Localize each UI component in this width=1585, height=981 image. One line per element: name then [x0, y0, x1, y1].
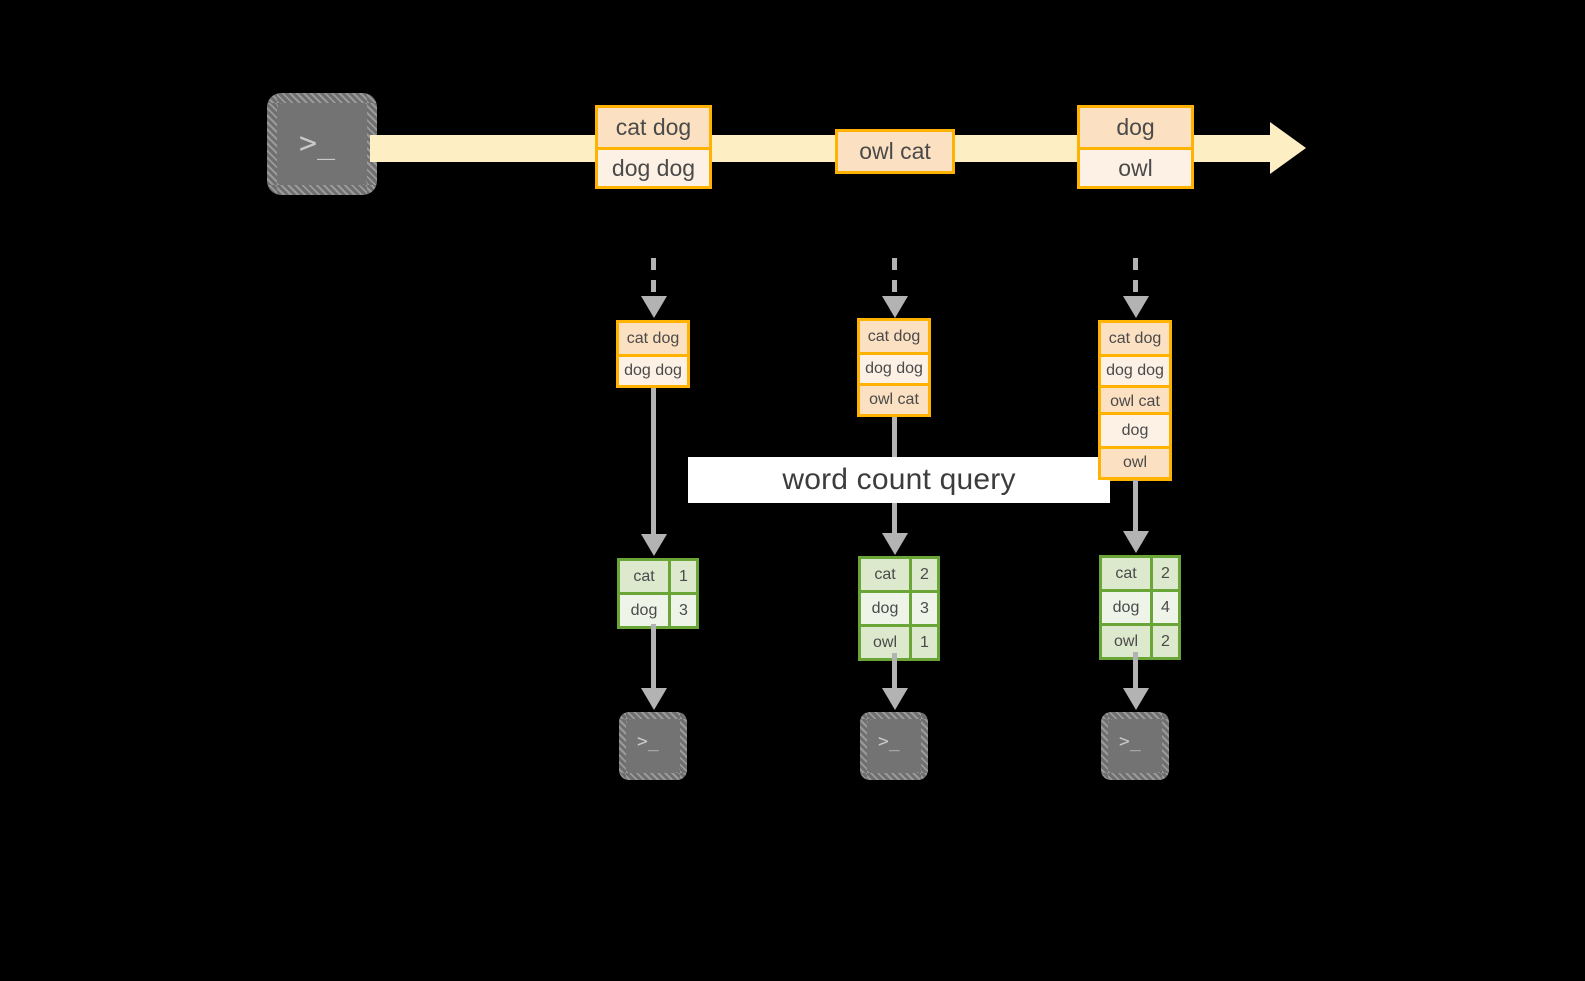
- snapshot-2-sink-line: [892, 653, 897, 692]
- result-count-cell: 4: [1150, 592, 1178, 623]
- snapshot-1-sink-terminal-icon[interactable]: >_: [619, 712, 687, 780]
- terminal-prompt-label: >_: [299, 126, 336, 161]
- snapshot-2-sink-terminal-icon[interactable]: >_: [860, 712, 928, 780]
- terminal-prompt-label: >_: [1119, 731, 1141, 752]
- snapshot-3-tap-line: [1133, 258, 1138, 300]
- result-word-cell: owl: [1102, 626, 1150, 657]
- snapshot-3-query-arrowhead: [1123, 531, 1149, 553]
- result-word-cell: cat: [1102, 558, 1150, 589]
- table-row: dog 3: [861, 590, 937, 624]
- table-row: dog 3: [620, 592, 696, 626]
- stream-event-cell: owl cat: [838, 132, 952, 171]
- snapshot-2-tap-arrowhead: [882, 296, 908, 318]
- snapshot-2-result-table[interactable]: cat 2 dog 3 owl 1: [858, 556, 940, 661]
- terminal-screen: [277, 103, 367, 185]
- stream-event-cell: cat dog: [598, 108, 709, 147]
- snapshot-input-cell: cat dog: [1101, 323, 1169, 354]
- snapshot-3-query-line: [1133, 473, 1138, 535]
- snapshot-3-sink-arrowhead: [1123, 688, 1149, 710]
- terminal-prompt-label: >_: [878, 731, 900, 752]
- snapshot-3-input-table-overlay[interactable]: dog owl: [1098, 412, 1172, 480]
- table-row: cat 1: [620, 561, 696, 592]
- terminal-screen: [867, 719, 921, 773]
- terminal-prompt-label: >_: [637, 731, 659, 752]
- snapshot-3-sink-terminal-icon[interactable]: >_: [1101, 712, 1169, 780]
- snapshot-input-cell: owl cat: [1101, 385, 1169, 416]
- table-row: cat 2: [1102, 558, 1178, 589]
- table-row: owl 2: [1102, 623, 1178, 657]
- result-count-cell: 2: [909, 559, 937, 590]
- result-count-cell: 3: [909, 593, 937, 624]
- snapshot-input-cell: dog dog: [860, 352, 928, 383]
- table-row: cat 2: [861, 559, 937, 590]
- source-terminal-icon[interactable]: >_: [267, 93, 377, 195]
- stream-event-group-3[interactable]: dog owl: [1077, 105, 1194, 189]
- snapshot-3-result-table[interactable]: cat 2 dog 4 owl 2: [1099, 555, 1181, 660]
- snapshot-1-query-arrowhead: [641, 534, 667, 556]
- result-word-cell: dog: [1102, 592, 1150, 623]
- table-row: dog 4: [1102, 589, 1178, 623]
- snapshot-1-sink-line: [651, 624, 656, 692]
- terminal-screen: [1108, 719, 1162, 773]
- result-word-cell: cat: [861, 559, 909, 590]
- snapshot-input-cell: owl: [1101, 446, 1169, 477]
- snapshot-1-tap-arrowhead: [641, 296, 667, 318]
- snapshot-1-result-table[interactable]: cat 1 dog 3: [617, 558, 699, 629]
- result-word-cell: cat: [620, 561, 668, 592]
- snapshot-1-tap-line: [651, 258, 656, 300]
- query-label-text: word count query: [782, 463, 1016, 496]
- snapshot-2-query-arrowhead: [882, 533, 908, 555]
- result-count-cell: 2: [1150, 558, 1178, 589]
- snapshot-3-sink-line: [1133, 652, 1138, 692]
- snapshot-2-sink-arrowhead: [882, 688, 908, 710]
- result-count-cell: 1: [668, 561, 696, 592]
- stream-arrowhead: [1270, 122, 1306, 174]
- stream-event-group-1[interactable]: cat dog dog dog: [595, 105, 712, 189]
- result-word-cell: dog: [861, 593, 909, 624]
- query-label-band: word count query: [688, 457, 1110, 503]
- snapshot-1-sink-arrowhead: [641, 688, 667, 710]
- terminal-screen: [626, 719, 680, 773]
- snapshot-1-input-table[interactable]: cat dog dog dog: [616, 320, 690, 388]
- stream-event-group-2[interactable]: owl cat: [835, 129, 955, 174]
- snapshot-2-tap-line: [892, 258, 897, 300]
- snapshot-input-cell: dog: [1101, 415, 1169, 446]
- stream-event-cell: dog dog: [598, 147, 709, 186]
- snapshot-3-tap-arrowhead: [1123, 296, 1149, 318]
- snapshot-1-query-line: [651, 388, 656, 538]
- snapshot-input-cell: dog dog: [1101, 354, 1169, 385]
- snapshot-input-cell: cat dog: [619, 323, 687, 354]
- result-count-cell: 2: [1150, 626, 1178, 657]
- table-row: owl 1: [861, 624, 937, 658]
- snapshot-input-cell: owl cat: [860, 383, 928, 414]
- snapshot-2-input-table[interactable]: cat dog dog dog owl cat: [857, 318, 931, 417]
- result-count-cell: 3: [668, 595, 696, 626]
- result-word-cell: owl: [861, 627, 909, 658]
- stream-event-cell: owl: [1080, 147, 1191, 186]
- stream-event-cell: dog: [1080, 108, 1191, 147]
- result-word-cell: dog: [620, 595, 668, 626]
- result-count-cell: 1: [909, 627, 937, 658]
- snapshot-input-cell: dog dog: [619, 354, 687, 385]
- snapshot-input-cell: cat dog: [860, 321, 928, 352]
